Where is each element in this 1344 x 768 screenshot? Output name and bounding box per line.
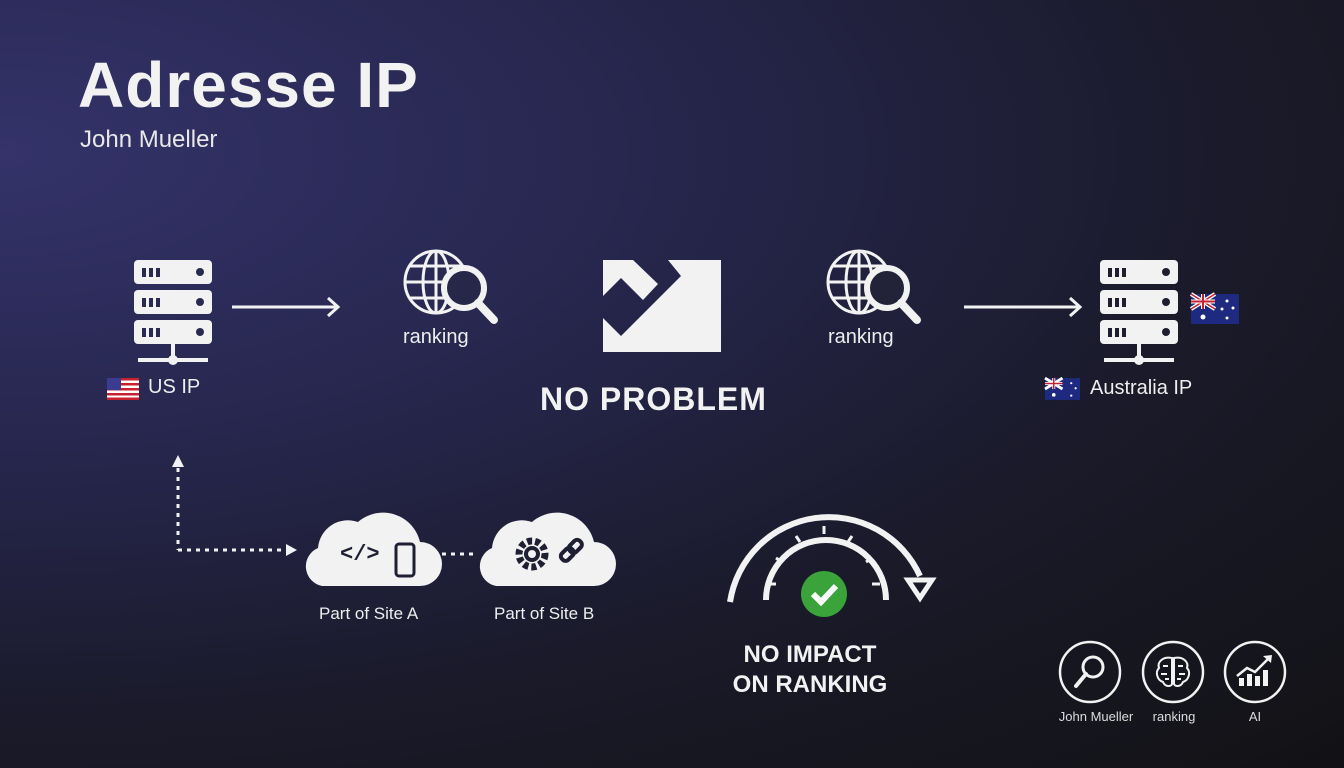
site-b-label: Part of Site B xyxy=(494,604,595,623)
brain-icon xyxy=(1141,640,1205,704)
site-a-label: Part of Site A xyxy=(319,604,419,623)
australia-ip-label: Australia IP xyxy=(1090,377,1193,399)
australia-flag-icon xyxy=(1189,292,1239,324)
footer-label-john-mueller: John Mueller xyxy=(1058,709,1134,724)
growth-chart-icon xyxy=(1223,640,1287,704)
cloud-settings-link-icon xyxy=(479,512,616,586)
footer-label-ai: AI xyxy=(1248,709,1262,724)
no-impact-line2: ON RANKING xyxy=(732,671,888,698)
no-problem-label: NO PROBLEM xyxy=(540,381,767,417)
gauge-check-icon xyxy=(727,514,937,617)
us-flag-icon xyxy=(107,378,139,400)
cloud-code-icon: </> xyxy=(305,512,442,586)
globe-search-icon xyxy=(826,249,921,324)
shuffle-icon xyxy=(603,260,721,352)
globe-search-icon xyxy=(403,249,498,324)
australia-flag-icon xyxy=(1044,376,1080,400)
no-impact-line1: NO IMPACT xyxy=(743,641,877,668)
us-ip-label: US IP xyxy=(148,376,201,398)
search-icon xyxy=(1058,640,1122,704)
arrow-right-icon xyxy=(964,296,1083,318)
dotted-connector xyxy=(172,455,475,556)
page-title: Adresse IP xyxy=(78,49,419,121)
footer-label-ranking: ranking xyxy=(1152,709,1196,724)
subtitle: John Mueller xyxy=(80,126,218,153)
svg-text:</>: </> xyxy=(340,542,380,567)
arrow-right-icon xyxy=(232,296,341,318)
server-icon-us xyxy=(134,260,212,365)
server-icon-australia xyxy=(1100,260,1178,365)
ranking-label-left: ranking xyxy=(403,326,469,348)
ranking-label-right: ranking xyxy=(828,326,894,348)
no-impact-label: NO IMPACT ON RANKING xyxy=(720,640,900,700)
